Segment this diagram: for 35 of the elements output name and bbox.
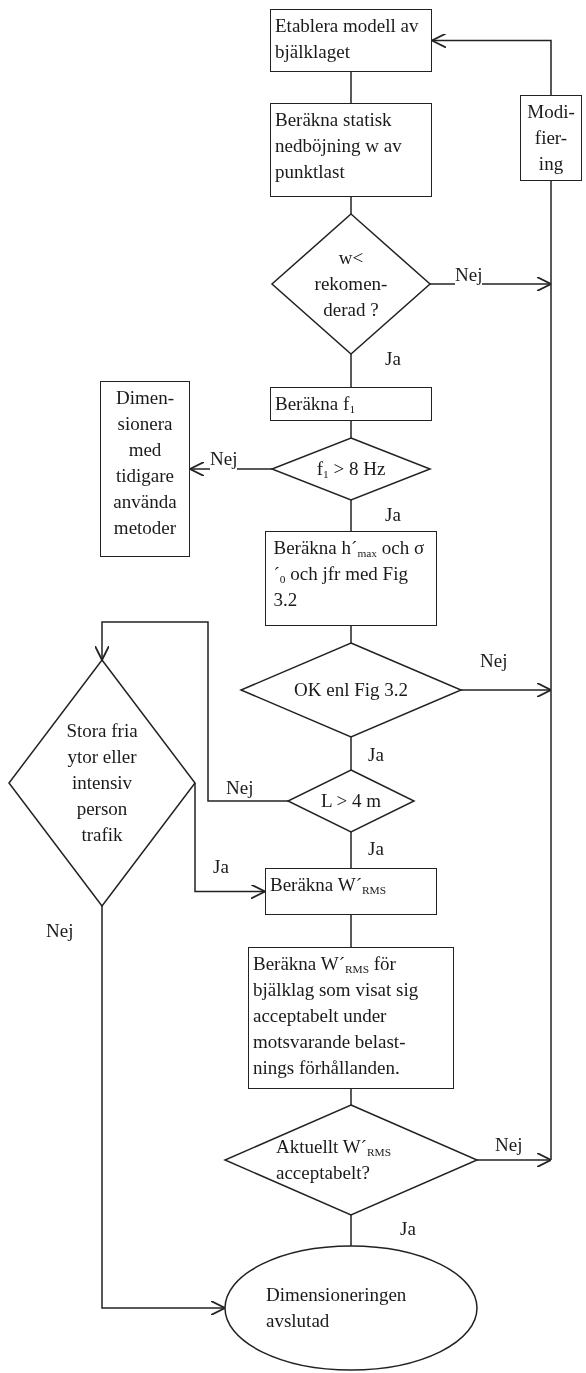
terminal-ellipse: [225, 1246, 477, 1370]
node-text: Beräkna f$_{1}$: [275, 392, 357, 417]
arrow: [101, 905, 226, 1316]
process-box: [520, 95, 582, 181]
arrow: [476, 1152, 552, 1168]
node-text: f$_{1}$ > 8 Hz: [315, 457, 387, 482]
decision-diamond: [225, 1105, 477, 1215]
decision-diamond: [272, 438, 430, 500]
process-box: [270, 9, 432, 72]
decision-diamond: [9, 660, 195, 906]
arrow: [431, 32, 552, 96]
node-text: Modi- fier- ing: [526, 100, 576, 176]
decision-diamond: [241, 643, 461, 737]
node-text: Beräkna h´$_{max}$ och σ´$_{0}$ och jfr med Fig 3.2: [273, 536, 426, 612]
arrow: [460, 682, 552, 698]
node-text: Dimen- sionera med tidigare använda metoder: [112, 386, 178, 540]
node-text: L > 4 m: [319, 789, 383, 813]
process-box: [270, 103, 432, 197]
decision-diamond: [272, 214, 430, 354]
process-box: [265, 531, 437, 626]
process-box: [265, 868, 437, 915]
node-text: w< rekomen- derad ?: [313, 246, 389, 322]
process-box: [100, 381, 190, 557]
node-text: Beräkna W´$_{RMS}$ för bjälklag som visat sig acceptabelt under motsvarande belast- nings förhållanden.: [253, 952, 420, 1080]
process-box: [270, 387, 432, 421]
process-box: [248, 947, 454, 1089]
node-text: Aktuellt W´$_{RMS}$ acceptabelt?: [276, 1135, 392, 1185]
node-text: Stora fria ytor eller intensiv person trafik: [65, 719, 139, 847]
node-text: Dimensioneringen avslutad: [266, 1283, 408, 1333]
node-text: Beräkna W´$_{RMS}$: [270, 873, 388, 898]
node-text: OK enl Fig 3.2: [293, 678, 409, 702]
decision-diamond: [288, 770, 414, 832]
arrow: [94, 621, 289, 802]
node-text: Etablera modell av bjälklaget: [275, 14, 420, 64]
node-text: Beräkna statisk nedböjning w av punktlast: [275, 108, 403, 184]
